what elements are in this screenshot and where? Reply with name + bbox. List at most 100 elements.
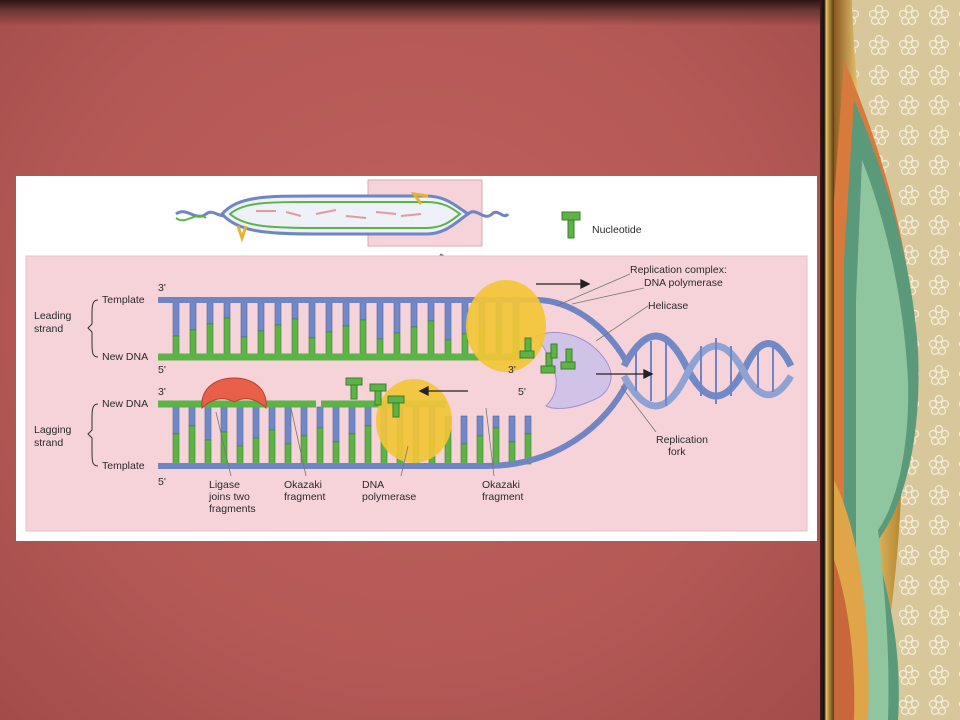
okazaki-label-left-1: Okazaki <box>284 479 322 491</box>
lagging-base-pair-template-half <box>236 406 244 447</box>
leading-base-pair-template-half <box>359 301 367 321</box>
leading-base-pair-new-half <box>308 337 316 355</box>
leading-base-pair-template-half <box>172 301 180 337</box>
lagging-base-pair-new-half <box>284 443 292 465</box>
lagging-base-pair-template-half <box>220 406 228 433</box>
leading-new-5prime: 5' <box>158 364 166 376</box>
lagging-template-strand <box>158 379 631 469</box>
leading-base-pair-new-half <box>359 319 367 355</box>
dna-replication-illustration <box>25 179 808 532</box>
helicase-label: Helicase <box>648 300 689 312</box>
lagging-new-3prime: 3' <box>158 386 166 398</box>
leading-base-pair-template-half <box>240 301 248 338</box>
lagging-base-pair-template-half <box>172 406 180 435</box>
leading-base-pair-new-half <box>257 330 265 355</box>
leading-strand-label-2: strand <box>34 323 64 335</box>
lagging-new-5prime: 5' <box>518 386 526 398</box>
leading-template-3prime: 3' <box>158 282 166 294</box>
leading-base-pair-template-half <box>325 301 333 333</box>
leading-base-pair-new-half <box>376 338 384 355</box>
lagging-base-pair-new-half <box>332 441 340 465</box>
lagging-base-pair-template-half <box>508 415 516 443</box>
okazaki-label-left-2: fragment <box>284 491 326 503</box>
leading-base-pair-template-half <box>427 301 435 322</box>
leading-base-pair-new-half <box>206 323 214 355</box>
lagging-base-pair-template-half <box>476 415 484 437</box>
free-nucleotides <box>345 337 576 418</box>
leading-template-strand <box>158 297 629 363</box>
lagging-base-pair-new-half <box>460 443 468 465</box>
lagging-base-pair-new-half <box>188 425 196 465</box>
lagging-base-pair-template-half <box>332 406 340 443</box>
strand-brackets <box>87 299 99 467</box>
replication-fork-label-2: fork <box>668 446 686 458</box>
leading-base-pair-new-half <box>393 332 401 355</box>
ligase-label-2: joins two <box>209 491 250 503</box>
replication-bubble-overview <box>175 179 510 247</box>
lagging-base-pair-template-half <box>188 406 196 427</box>
top-shadow <box>0 0 826 26</box>
leading-base-pair-template-half <box>223 301 231 319</box>
lagging-new-dna-label: New DNA <box>102 398 149 410</box>
leading-base-pair-template-half <box>189 301 197 331</box>
ligase-label-1: Ligase <box>209 479 240 491</box>
lagging-base-pair-template-half <box>284 406 292 445</box>
leading-base-pair-new-half <box>325 331 333 355</box>
okazaki-label-right-1: Okazaki <box>482 479 520 491</box>
okazaki-label-right-2: fragment <box>482 491 524 503</box>
label-leader-lines <box>215 273 657 477</box>
nucleotide-label: Nucleotide <box>592 224 642 236</box>
parental-double-helix <box>620 332 795 410</box>
leading-base-pair-new-half <box>223 317 231 355</box>
lagging-strand-label-1: Lagging <box>34 424 72 436</box>
lagging-template-label: Template <box>102 460 145 472</box>
decorative-pattern <box>834 0 960 720</box>
leading-template-label: Template <box>102 294 145 306</box>
replication-complex-label: Replication complex: <box>630 264 727 276</box>
leading-base-pair-template-half <box>393 301 401 334</box>
lagging-base-pair-new-half <box>476 435 484 465</box>
leading-base-pair-template-half <box>291 301 299 320</box>
lagging-base-pair-new-half <box>172 433 180 465</box>
leading-base-pair-new-half <box>189 329 197 355</box>
leading-base-pair-new-half <box>342 325 350 355</box>
lagging-template-5prime: 5' <box>158 476 166 488</box>
lagging-base-pair-new-half <box>268 429 276 465</box>
lagging-base-pair-template-half <box>460 415 468 445</box>
ligase-label-3: fragments <box>209 503 256 515</box>
decorative-side-panel <box>834 0 960 720</box>
leading-base-pair-template-half <box>376 301 384 340</box>
leading-base-pair-template-half <box>444 301 452 341</box>
leading-base-pair-template-half <box>274 301 282 326</box>
lagging-base-pair-template-half <box>252 406 260 439</box>
bottom-polymerase-label-1: DNA <box>362 479 385 491</box>
leading-base-pair-new-half <box>172 335 180 355</box>
lagging-base-pair-new-half <box>508 441 516 465</box>
lagging-base-pair-new-half <box>204 439 212 465</box>
leading-new-dna-label: New DNA <box>102 351 149 363</box>
lagging-base-pair-template-half <box>524 415 532 435</box>
lagging-base-pair-new-half <box>492 427 500 465</box>
lagging-base-pair-template-half <box>316 406 324 429</box>
lagging-strand-base-pairs <box>172 406 532 465</box>
leading-base-pair-template-half <box>257 301 265 332</box>
ligase-enzyme <box>201 377 267 410</box>
replication-fork-label-1: Replication <box>656 434 708 446</box>
leading-base-pair-new-half <box>410 326 418 355</box>
lagging-base-pair-template-half <box>300 406 308 437</box>
leading-base-pair-template-half <box>342 301 350 327</box>
leading-strand-label-1: Leading <box>34 310 72 322</box>
lagging-base-pair-new-half <box>300 435 308 465</box>
bottom-polymerase-label-2: polymerase <box>362 491 417 503</box>
lagging-base-pair-new-half <box>316 427 324 465</box>
lagging-base-pair-new-half <box>236 445 244 465</box>
leading-base-pair-new-half <box>291 318 299 355</box>
gold-divider <box>820 0 834 720</box>
leading-base-pair-template-half <box>206 301 214 325</box>
leading-base-pair-template-half <box>410 301 418 328</box>
lagging-base-pair-new-half <box>364 425 372 465</box>
leading-base-pair-template-half <box>308 301 316 339</box>
lagging-base-pair-new-half <box>252 437 260 465</box>
lagging-strand-label-2: strand <box>34 437 64 449</box>
leading-base-pair-new-half <box>274 324 282 355</box>
